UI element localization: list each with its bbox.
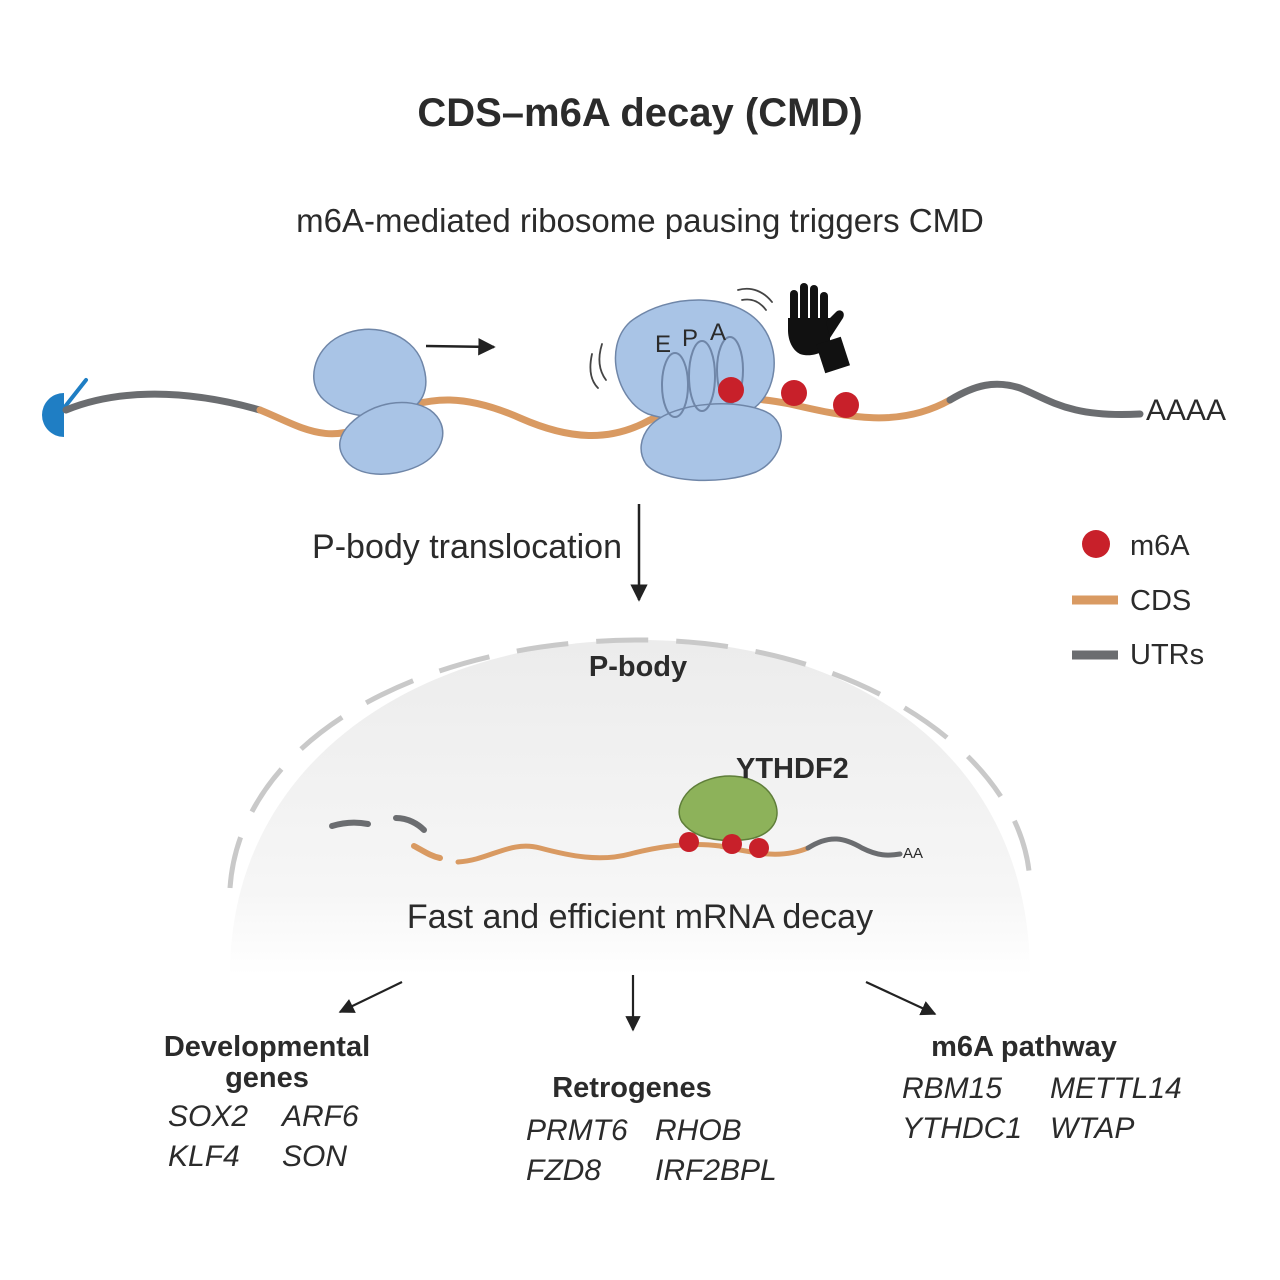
p-body-polya-tail: AA xyxy=(903,845,923,862)
target-developmental-genes: Developmental genes SOX2 ARF6 KLF4 SON xyxy=(164,1031,370,1173)
target-title-line: m6A pathway xyxy=(931,1031,1117,1063)
m6a-site xyxy=(781,380,807,406)
gene-name: SOX2 xyxy=(168,1100,248,1133)
gene-name: ARF6 xyxy=(280,1100,359,1133)
gene-name: WTAP xyxy=(1050,1112,1134,1145)
translation-direction-arrow xyxy=(425,338,496,356)
m6a-site xyxy=(679,832,699,852)
five-prime-utr xyxy=(62,390,264,414)
gene-name: SON xyxy=(282,1140,347,1173)
target-title-line: genes xyxy=(225,1062,309,1094)
m6a-site xyxy=(749,838,769,858)
paused-ribosome-small-subunit xyxy=(640,403,782,482)
gene-name: PRMT6 xyxy=(526,1114,628,1147)
trna-a-site xyxy=(716,336,744,404)
ythdf2-label: YTHDF2 xyxy=(736,753,849,785)
trna-e-site xyxy=(661,352,689,418)
polya-tail: AAAA xyxy=(1146,394,1226,427)
legend-utr-label: UTRs xyxy=(1130,639,1204,671)
arrow-to-m6a-pathway xyxy=(865,981,937,1016)
legend-m6a-swatch xyxy=(1082,530,1110,558)
gene-name: RHOB xyxy=(655,1114,742,1147)
stop-hand-icon xyxy=(788,283,850,374)
site-label-p: P xyxy=(682,325,698,352)
m6a-site xyxy=(718,377,744,403)
ythdf2-protein xyxy=(678,775,778,842)
arrow-to-developmental xyxy=(338,981,403,1013)
site-label-e: E xyxy=(655,331,671,358)
degraded-utr-fragment xyxy=(329,819,371,829)
translocation-label: P-body translocation xyxy=(312,528,622,566)
gene-name: KLF4 xyxy=(168,1140,240,1173)
m6a-site xyxy=(833,392,859,418)
paused-ribosome-large-subunit xyxy=(614,299,775,422)
decay-label: Fast and efficient mRNA decay xyxy=(407,898,873,936)
p-body-utr xyxy=(805,836,903,858)
p-body-cds xyxy=(455,841,811,865)
target-title-line: Retrogenes xyxy=(552,1072,712,1104)
target-retrogenes: Retrogenes PRMT6 RHOB FZD8 IRF2BPL xyxy=(526,1072,777,1187)
top-m6a-sites xyxy=(718,377,859,418)
paused-ribosome: E P A xyxy=(614,299,782,482)
p-body-label: P-body xyxy=(589,651,687,683)
translating-ribosome xyxy=(313,328,444,475)
vibration-marks-icon xyxy=(589,287,773,389)
degraded-cds-fragment xyxy=(411,843,443,861)
target-m6a-pathway: m6A pathway RBM15 METTL14 YTHDC1 WTAP xyxy=(902,1031,1182,1145)
gene-name: FZD8 xyxy=(526,1154,601,1187)
gene-name: RBM15 xyxy=(902,1072,1002,1105)
legend-cds-label: CDS xyxy=(1130,585,1191,617)
p-body-area xyxy=(230,640,1030,975)
diagram-subtitle: m6A-mediated ribosome pausing triggers C… xyxy=(296,202,984,239)
legend-m6a-label: m6A xyxy=(1130,530,1190,562)
trna-p-site xyxy=(688,340,716,412)
legend: m6A CDS UTRs xyxy=(1072,530,1204,671)
p-body: P-body AA YTHDF2 Fast and efficient mRNA… xyxy=(227,637,1033,975)
gene-name: METTL14 xyxy=(1050,1072,1182,1105)
p-body-boundary xyxy=(227,637,1033,889)
gene-name: YTHDC1 xyxy=(902,1112,1022,1145)
degraded-utr-fragment xyxy=(393,815,427,833)
gene-name: IRF2BPL xyxy=(655,1154,777,1187)
ribosome-small-subunit xyxy=(338,401,444,475)
diagram-title: CDS–m6A decay (CMD) xyxy=(417,91,862,135)
site-label-a: A xyxy=(710,319,726,346)
three-prime-utr xyxy=(946,380,1144,419)
m6a-site xyxy=(722,834,742,854)
target-title-line: Developmental xyxy=(164,1031,370,1063)
